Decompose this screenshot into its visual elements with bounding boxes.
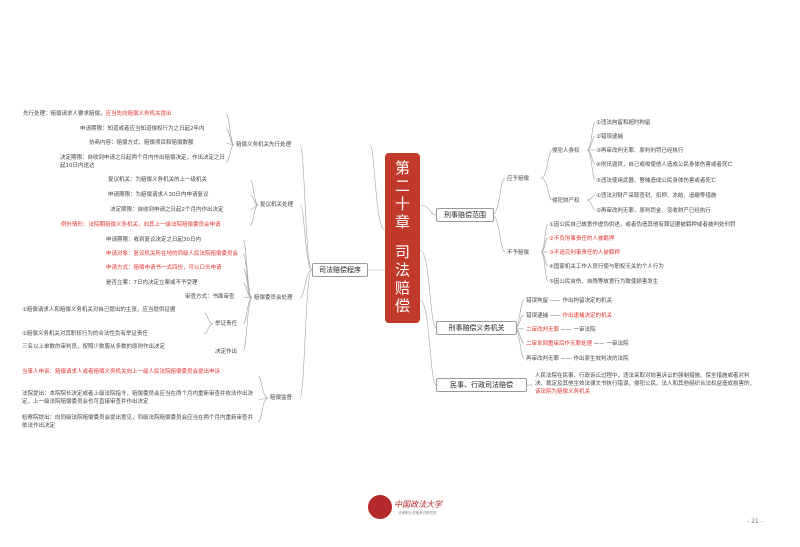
personal-rights-label: 侵犯人身权: [552, 148, 580, 154]
burden-label: 举证责任: [215, 321, 238, 327]
organ-item: 错误拘留 —— 作出拘留决定的机关: [526, 298, 612, 304]
committee-item: 申请期限：收到复议决定之日起30日内: [106, 237, 201, 243]
logo-text: 中国政法大学: [394, 500, 442, 509]
personal-item: ②错误逮捕: [596, 134, 623, 140]
property-rights-label: 侵犯财产权: [552, 198, 580, 204]
organ-first-label: 赔偿义务机关先行处理: [236, 142, 292, 148]
supervision-item: 法院提出：本院院长决定或者上级法院指令，赔偿委员会应当在两个月内重新审查并依法作…: [22, 391, 254, 405]
supervision-label: 赔偿监督: [270, 395, 293, 401]
decision-text: 三名以上单数的审判员，按照少数服从多数的原则作出决定: [22, 344, 166, 350]
procedure-node: 司法赔偿程序: [312, 263, 368, 277]
review-item: 决定期限：自收到申请之日起2个月内作出决定: [110, 207, 224, 213]
supervision-item: 当事人申诉：赔偿请求人或者赔偿义务机关向上一级人民法院赔偿委员会提出申诉: [22, 369, 221, 375]
personal-item: ①违法拘留和超时拘留: [596, 120, 651, 126]
organ-item: 错误逮捕 —— 作出逮捕决定的机关: [526, 313, 613, 319]
decision-label: 决定作出: [215, 349, 238, 355]
committee-item: 申请方式：赔偿申请书一式四份，可以口头申请: [106, 265, 222, 271]
first-handle: 先行处理：赔偿请求人要求赔偿，应当先向赔偿义务机关提出: [23, 111, 172, 117]
civil-admin-text: 人民法院在民事、行政诉讼过程中，违法采取对妨害诉讼的强制措施、保全措施或者对判决…: [535, 373, 756, 395]
review-label: 复议机关处理: [260, 202, 294, 208]
no-comp-item: ④国家机关工作人员行使与职权无关的个人行为: [549, 264, 664, 270]
property-item: ①违法对财产采取查封、扣押、冻结、追缴等措施: [596, 193, 717, 199]
review-item: 复议机关：为赔偿义务机关的上一级机关: [108, 177, 208, 183]
decide-period: 决定期限：自收到申请之日起两个月内作出赔偿决定，作出决定之日起10日内送达: [60, 155, 226, 169]
criminal-scope-node: 刑事赔偿范围: [436, 208, 494, 222]
property-item: ②再审改判无罪，原判罚金、没收财产已经执行: [596, 208, 711, 214]
chapter-title: 第 二 十 章 司 法 赔 偿: [385, 153, 420, 323]
committee-item: 申请对象：复议机关所在地的同级人民法院赔偿委员会: [106, 251, 239, 257]
committee-label: 赔偿委员会处理: [254, 295, 293, 301]
burden-item: ②赔偿义务机关对其职权行为的合法性负有举证责任: [22, 331, 148, 337]
negotiate-content: 协商内容：赔偿方式、赔偿项目和赔偿数额: [89, 140, 194, 146]
no-comp-item: ②不负刑事责任的人被羁押: [549, 236, 615, 242]
personal-item: ⑤违法使用武器、警械造成公民身体伤害或者死亡: [596, 178, 717, 184]
personal-item: ④刑讯逼供，自己或唆使他人造成公民身体伤害或者死亡: [596, 162, 733, 168]
logo-subtitle: 法律职业资格考试研究院: [398, 511, 437, 515]
review-item: 例外情形：法院期赔偿义务机关，向其上一级法院赔偿委员会申请: [61, 222, 221, 228]
no-comp-item: ③不追究刑事责任的人被羁押: [549, 250, 620, 256]
should-compensate-label: 应予赔偿: [507, 176, 530, 182]
apply-period: 申请期限：知道或者应当知道侵权行为之日起2年内: [80, 126, 205, 132]
review-item: 申请期限：为赔偿请求人30日内申请复议: [108, 192, 209, 198]
organ-item: 二审改判无罪 —— 一审法院: [526, 327, 596, 333]
burden-item: ①赔偿请求人和赔偿义务机关对自己提出的主张，应当提供证据: [22, 307, 176, 313]
review-method: 审查方式：书面审查: [185, 294, 235, 300]
organ-item: 再审改判无罪 —— 作出原生效判决的法院: [526, 356, 629, 362]
no-comp-item: ⑤因公民自伤、自残等故意行为致使损害发生: [549, 279, 659, 285]
organ-item: 二审发回重审后作无罪处理 —— 一审法院: [526, 341, 629, 347]
committee-item: 是否立案：7日内决定立案或不予受理: [106, 280, 198, 286]
no-compensation-label: 不予赔偿: [507, 250, 530, 256]
no-comp-item: ①因公民自己故意作虚伪供述，或者伪造其他有罪证据被羁押或者被判处刑罚: [549, 222, 736, 228]
university-seal-icon: [368, 495, 392, 519]
page-number: - 21 -: [747, 518, 763, 525]
supervision-item: 检察院提出：向同级法院赔偿委员会提出意见，同级法院赔偿委员会应当在两个月内重新审…: [22, 415, 254, 429]
criminal-organs-node: 刑事赔偿义务机关: [436, 321, 517, 335]
personal-item: ③再审改判无罪、原判刑罚已经执行: [596, 148, 684, 154]
civil-admin-node: 民事、行政司法赔偿: [436, 378, 527, 392]
